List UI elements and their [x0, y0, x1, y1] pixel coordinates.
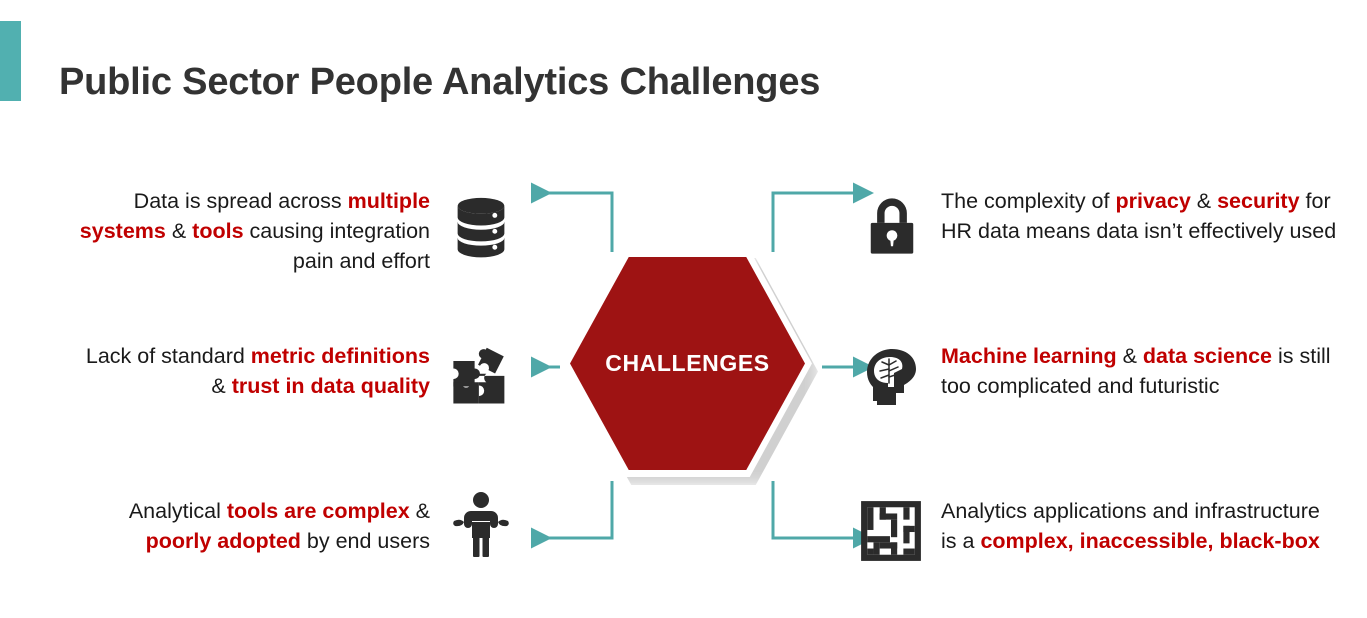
plain-phrase: Data is spread across — [133, 189, 348, 213]
plain-phrase: Analytical — [128, 499, 227, 523]
title-accent-bar — [0, 21, 21, 101]
highlighted-phrase: trust in data quality — [231, 374, 430, 398]
highlighted-phrase: poorly adopted — [145, 529, 301, 553]
highlighted-phrase: complex, inaccessible, black-box — [980, 529, 1320, 553]
connector-right-bottom — [771, 481, 874, 549]
connector-right-top — [771, 182, 874, 252]
maze-icon — [858, 498, 934, 574]
database-icon — [447, 192, 523, 268]
highlighted-phrase: Machine learning — [941, 344, 1117, 368]
highlighted-phrase: security — [1217, 189, 1300, 213]
plain-phrase: Analytics applications and infrastructur… — [941, 499, 1320, 553]
connector-left-bottom — [531, 481, 614, 549]
highlighted-phrase: metric definitions — [250, 344, 430, 368]
plain-phrase: & — [165, 219, 193, 243]
plain-phrase: causing integration pain and effort — [243, 219, 431, 273]
highlighted-phrase: tools — [192, 219, 244, 243]
highlighted-phrase: privacy — [1115, 189, 1191, 213]
hexagon-label: CHALLENGES — [605, 350, 770, 376]
plain-phrase: & — [1116, 344, 1143, 368]
hexagon-fill — [570, 257, 805, 470]
plain-phrase: The complexity of — [941, 189, 1116, 213]
challenge-text-left-top: Data is spread across multiple systems &… — [70, 186, 430, 276]
highlighted-phrase: multiple systems — [79, 189, 430, 243]
challenge-text-right-bottom: Analytics applications and infrastructur… — [941, 496, 1341, 556]
highlighted-phrase: data science — [1142, 344, 1272, 368]
connector-left-top — [531, 182, 614, 252]
challenge-text-left-bottom: Analytical tools are complex & poorly ad… — [70, 496, 430, 556]
brain-head-icon — [858, 344, 934, 420]
plain-phrase: & — [1190, 189, 1218, 213]
plain-phrase: for HR data means data isn’t effectively… — [941, 189, 1337, 243]
challenge-text-right-top: The complexity of privacy & security for… — [941, 186, 1341, 246]
lock-icon — [858, 192, 934, 268]
plain-phrase: & — [409, 499, 430, 523]
plain-phrase: by end users — [300, 529, 430, 553]
plain-phrase: & — [211, 374, 232, 398]
plain-phrase: Lack of standard — [85, 344, 251, 368]
challenge-text-right-middle: Machine learning & data science is still… — [941, 341, 1341, 401]
center-hexagon[interactable]: CHALLENGES — [563, 250, 818, 485]
person-shrug-icon — [449, 490, 525, 566]
puzzle-icon — [447, 344, 523, 420]
highlighted-phrase: tools are complex — [226, 499, 410, 523]
challenge-text-left-middle: Lack of standard metric definitions & tr… — [70, 341, 430, 401]
plain-phrase: is still too complicated and futuristic — [941, 344, 1331, 398]
page-title: Public Sector People Analytics Challenge… — [59, 61, 821, 104]
